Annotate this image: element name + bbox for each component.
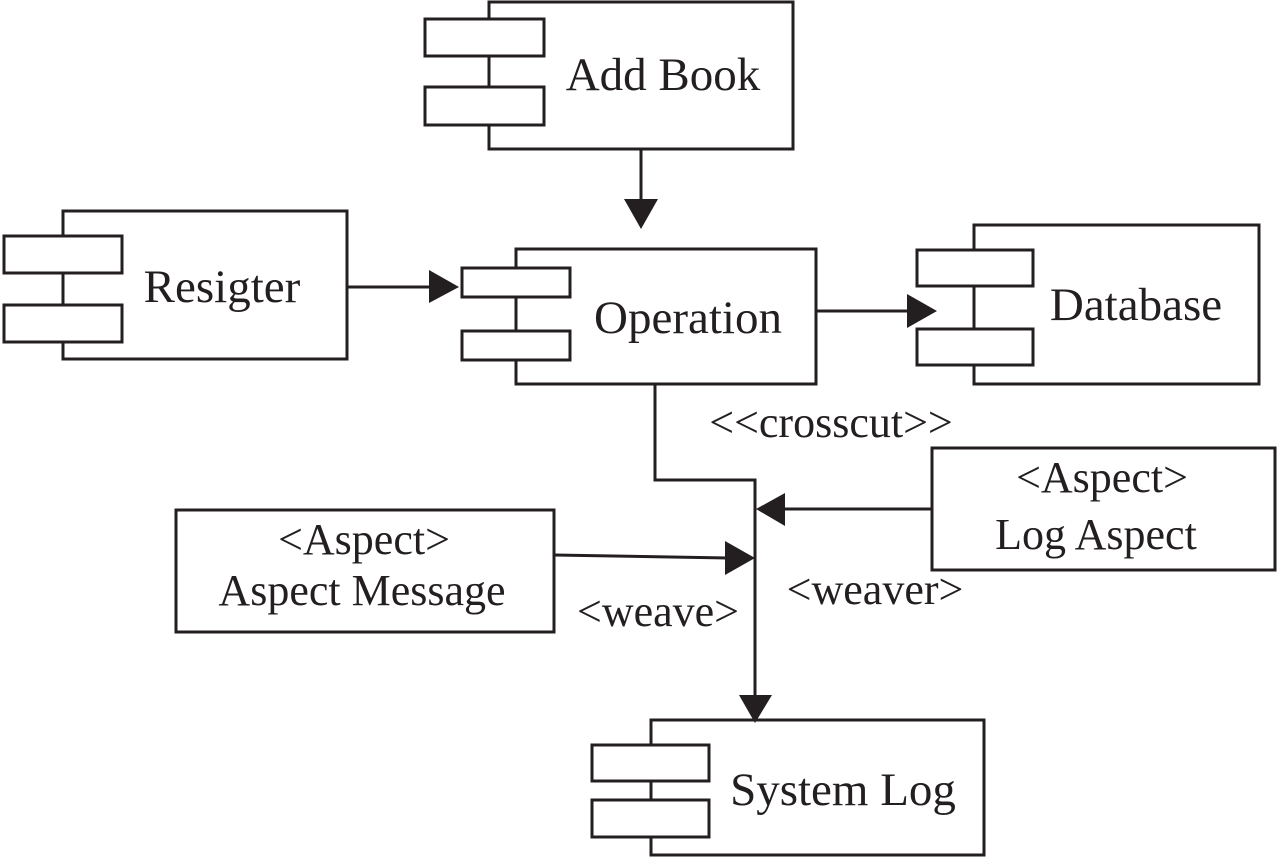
edge-operation-to-database xyxy=(816,294,937,328)
component-system-log[interactable]: System Log xyxy=(590,718,986,857)
aspect-name: Log Aspect xyxy=(995,510,1197,559)
edge-register-to-operation xyxy=(347,270,459,303)
component-database[interactable]: Database xyxy=(915,223,1261,386)
component-port-icon xyxy=(590,798,711,839)
aspect-stereotype: <Aspect> xyxy=(278,515,450,564)
edge-operation-to-systemlog: <<crosscut>> xyxy=(653,384,953,723)
arrowhead-icon xyxy=(739,695,772,723)
component-port-icon xyxy=(460,329,572,362)
component-label: Database xyxy=(1050,279,1222,331)
aspect-body xyxy=(174,508,556,634)
component-port-icon xyxy=(915,248,1035,288)
arrowhead-icon xyxy=(429,270,459,303)
edge-addbook-to-operation xyxy=(624,149,658,229)
component-operation[interactable]: Operation xyxy=(460,247,818,386)
component-add-book[interactable]: Add Book xyxy=(423,0,795,151)
aspect-stereotype: <Aspect> xyxy=(1016,453,1188,502)
component-label: Resigter xyxy=(144,261,301,313)
edge-logaspect-to-weave: <weaver> xyxy=(756,493,963,614)
connector-line xyxy=(553,553,729,560)
arrowhead-icon xyxy=(756,493,785,526)
component-port-icon xyxy=(460,266,572,299)
component-label: Operation xyxy=(594,292,782,344)
component-port-icon xyxy=(2,303,124,344)
component-register[interactable]: Resigter xyxy=(2,209,349,361)
aspect-name: Aspect Message xyxy=(218,566,505,615)
edge-aspectmessage-to-weave: <weave> xyxy=(553,541,755,636)
aspect-aspect-message[interactable]: <Aspect> Aspect Message xyxy=(174,508,556,634)
arrowhead-icon xyxy=(725,541,755,575)
edge-label-weave: <weave> xyxy=(577,587,739,636)
aspect-log-aspect[interactable]: <Aspect> Log Aspect xyxy=(930,446,1277,572)
component-port-icon xyxy=(423,85,546,127)
arrowhead-icon xyxy=(907,294,937,328)
component-port-icon xyxy=(2,234,124,275)
component-port-icon xyxy=(590,743,711,783)
arrowhead-icon xyxy=(624,199,658,229)
component-port-icon xyxy=(423,17,546,58)
connector-line xyxy=(653,384,757,697)
component-label: Add Book xyxy=(566,49,761,101)
edge-label-weaver: <weaver> xyxy=(787,565,964,614)
component-label: System Log xyxy=(730,764,956,816)
edge-label-crosscut: <<crosscut>> xyxy=(709,398,952,447)
component-port-icon xyxy=(915,327,1035,367)
